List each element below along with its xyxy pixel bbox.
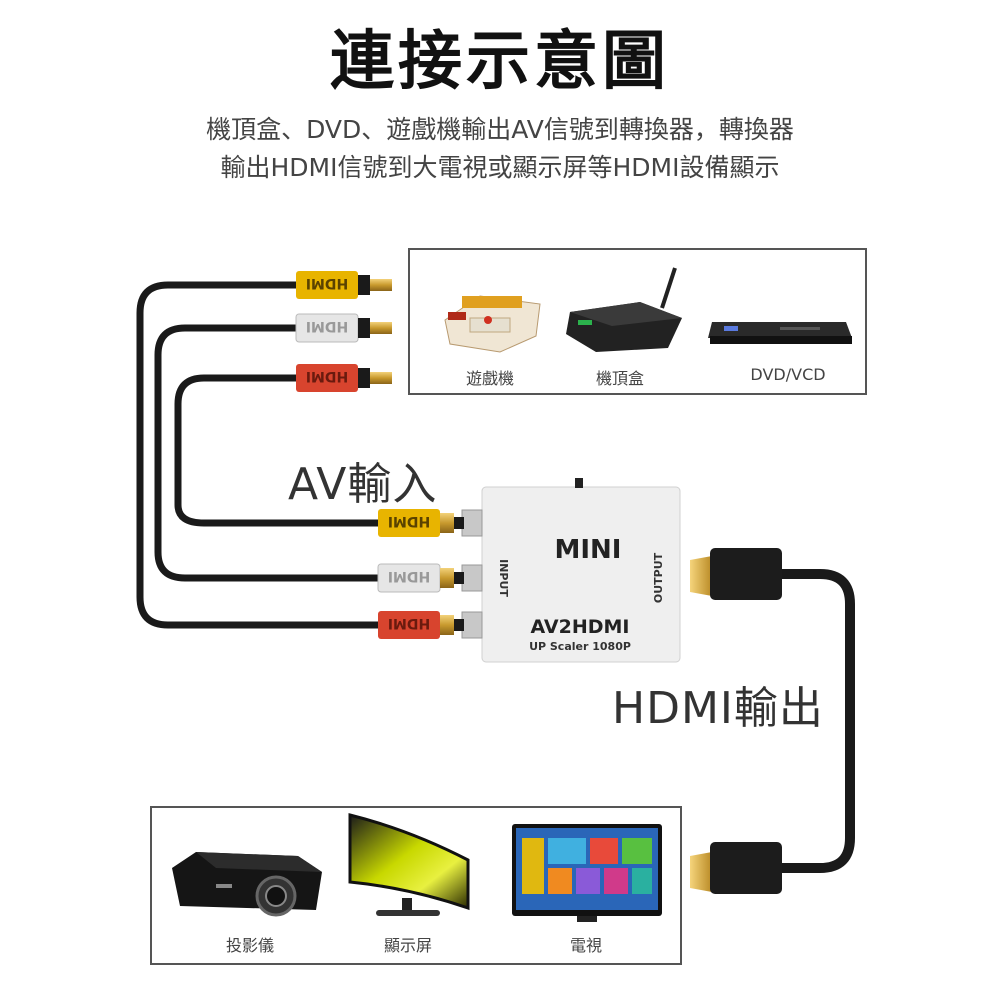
projector-icon xyxy=(172,852,322,917)
av2hdmi-converter: MINI INPUT OUTPUT AV2HDMI UP Scaler 1080… xyxy=(481,478,681,663)
subtitle-line-1: 機頂盒、DVD、遊戲機輸出AV信號到轉換器，轉換器 xyxy=(206,115,794,144)
converter-brand: MINI xyxy=(555,535,622,565)
rca-plug-input-red: HDMI xyxy=(378,611,464,639)
converter-subtitle: UP Scaler 1080P xyxy=(529,640,631,653)
display-label-monitor: 顯示屏 xyxy=(383,936,432,955)
hdmi-cable xyxy=(777,569,855,873)
rca-cable-yellow-route xyxy=(174,374,382,527)
rca-cables xyxy=(136,281,382,629)
subtitle-line-2: 輸出HDMI信號到大電視或顯示屏等HDMI設備顯示 xyxy=(220,153,780,182)
source-label-dvd-vcd: DVD/VCD xyxy=(750,365,826,384)
rca-jacks xyxy=(461,509,483,639)
hdmi-plug-display xyxy=(690,842,782,894)
page-title: 連接示意圖 xyxy=(330,25,670,99)
rca-plug-text: HDMI xyxy=(306,275,348,291)
rca-plug-text: HDMI xyxy=(306,318,348,334)
source-label-game-console: 遊戲機 xyxy=(465,369,514,388)
display-label-tv: 電視 xyxy=(569,936,602,955)
rca-cable-red-route xyxy=(136,281,382,629)
monitor-icon xyxy=(348,813,470,916)
converter-output-label: OUTPUT xyxy=(652,552,665,603)
hdmi-output-label: HDMI輸出 xyxy=(612,683,824,734)
rca-cable-white-route xyxy=(154,324,382,582)
av-input-label: AV輸入 xyxy=(288,459,438,510)
hdmi-plug-converter xyxy=(690,548,782,600)
rca-plug-top-white: HDMI xyxy=(295,313,392,343)
converter-model: AV2HDMI xyxy=(531,616,630,638)
rca-plug-text: HDMI xyxy=(388,615,430,631)
rca-plug-top-red: HDMI xyxy=(296,364,392,392)
rca-plug-input-yellow: HDMI xyxy=(378,509,464,537)
source-label-set-top-box: 機頂盒 xyxy=(595,369,644,388)
rca-plug-text: HDMI xyxy=(388,568,430,584)
rca-plug-input-white: HDMI xyxy=(377,563,464,593)
converter-input-label: INPUT xyxy=(497,559,510,597)
rca-plug-top-yellow: HDMI xyxy=(296,271,392,299)
set-top-box-icon xyxy=(566,267,682,352)
dvd-player-icon xyxy=(708,322,852,344)
rca-plug-text: HDMI xyxy=(306,368,348,384)
rca-plug-text: HDMI xyxy=(388,513,430,529)
game-console-icon xyxy=(444,295,541,353)
display-label-projector: 投影儀 xyxy=(225,936,274,955)
tv-icon xyxy=(512,824,662,922)
